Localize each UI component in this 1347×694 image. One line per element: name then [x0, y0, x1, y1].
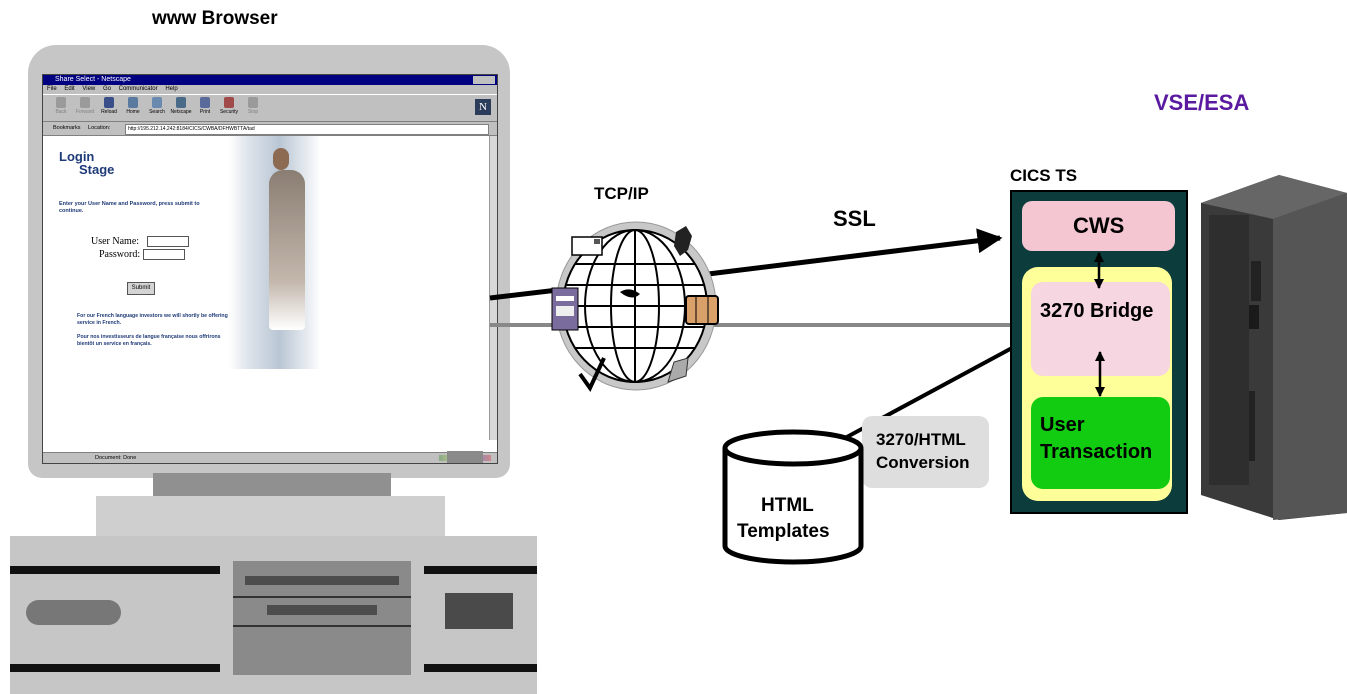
menu-communicator[interactable]: Communicator	[118, 86, 158, 92]
window-title-bar: Share Select - Netscape	[43, 75, 497, 85]
menu-view[interactable]: View	[82, 86, 96, 92]
window-title: Share Select - Netscape	[55, 76, 131, 83]
browser-label: www Browser	[152, 8, 278, 29]
photo-body	[269, 170, 305, 330]
stop-button[interactable]: Stop	[241, 97, 265, 115]
drive-divider	[233, 596, 411, 598]
url-field[interactable]: http://195.212.14.242:8184/CICS/CWBA/DFH…	[125, 124, 489, 135]
home-button[interactable]: Home	[121, 97, 145, 115]
briefcase-icon	[685, 295, 719, 325]
netscape-icon	[176, 97, 186, 108]
print-button[interactable]: Print	[193, 97, 217, 115]
base-panel	[445, 593, 513, 629]
back-icon	[56, 97, 66, 108]
bridge-label: 3270 Bridge	[1040, 300, 1154, 322]
reload-icon	[104, 97, 114, 108]
drive-slot	[245, 576, 399, 585]
cws-box	[1022, 201, 1175, 251]
base-stripe	[424, 566, 537, 574]
reload-button[interactable]: Reload	[97, 97, 121, 115]
web-page: Login Stage Enter your User Name and Pas…	[43, 136, 497, 440]
templates-label-1: HTML	[761, 495, 814, 516]
security-button[interactable]: Security	[217, 97, 241, 115]
drive-slot	[267, 605, 377, 615]
username-input[interactable]	[147, 236, 189, 247]
lock-icon	[224, 97, 234, 108]
mainframe-server-icon	[1201, 175, 1347, 520]
drive-divider	[233, 625, 411, 627]
base-button	[26, 600, 121, 625]
search-icon	[152, 97, 162, 108]
print-icon	[200, 97, 210, 108]
back-button[interactable]: Back	[49, 97, 73, 115]
photo-head	[273, 148, 289, 170]
login-stage-logo: Login Stage	[59, 149, 115, 177]
base-stripe	[424, 664, 537, 672]
menu-help[interactable]: Help	[165, 86, 178, 92]
stamp-icon	[594, 239, 600, 244]
vertical-scrollbar[interactable]	[489, 136, 497, 440]
browser-toolbar: Back Forward Reload Home Search Netscape…	[43, 94, 497, 122]
status-text: Document: Done	[95, 455, 137, 461]
menu-go[interactable]: Go	[102, 86, 111, 92]
checkmark-icon	[578, 357, 606, 392]
login-instructions: Enter your User Name and Password, press…	[59, 201, 200, 214]
menu-edit[interactable]: Edit	[64, 86, 75, 92]
username-label: User Name:	[91, 236, 140, 247]
user-transaction-label-2: Transaction	[1040, 441, 1153, 463]
netscape-button[interactable]: Netscape	[169, 97, 193, 115]
home-icon	[128, 97, 138, 108]
forward-button[interactable]: Forward	[73, 97, 97, 115]
telephone-icon	[674, 226, 692, 256]
monitor-stand	[96, 496, 445, 536]
note-english: For our French language investors we wil…	[77, 313, 233, 326]
netscape-logo-icon: N	[475, 99, 491, 115]
computer-icon	[551, 287, 579, 331]
submit-button[interactable]: Submit	[127, 282, 155, 295]
search-button[interactable]: Search	[145, 97, 169, 115]
conversion-label-1: 3270/HTML	[876, 430, 966, 449]
vse-label: VSE/ESA	[1154, 90, 1250, 115]
cics-ts-label: CICS TS	[1010, 166, 1078, 185]
monitor-neck	[153, 473, 391, 497]
globe-icon	[555, 221, 717, 391]
menu-file[interactable]: File	[47, 86, 57, 92]
ssl-arrow	[699, 228, 1003, 278]
stop-icon	[248, 97, 258, 108]
monitor-power-button	[447, 451, 483, 463]
templates-label-2: Templates	[737, 521, 830, 542]
user-transaction-box	[1031, 397, 1170, 489]
window-controls[interactable]	[473, 76, 495, 84]
base-stripe	[10, 664, 220, 672]
templates-cylinder	[722, 429, 864, 565]
browser-screen: Share Select - Netscape File Edit View G…	[42, 74, 498, 464]
businessman-photo	[229, 136, 321, 369]
password-input[interactable]	[143, 249, 185, 260]
forward-icon	[80, 97, 90, 108]
conversion-box	[862, 416, 989, 488]
user-transaction-label-1: User	[1040, 414, 1085, 436]
printer-icon	[667, 357, 689, 383]
ssl-label: SSL	[833, 206, 876, 231]
cws-label: CWS	[1073, 213, 1125, 238]
bridge-box	[1031, 282, 1170, 376]
note-french: Pour nos investisseurs de langue françai…	[77, 334, 221, 347]
tcpip-label: TCP/IP	[594, 184, 649, 203]
location-label: Location:	[88, 125, 111, 131]
base-stripe	[10, 566, 220, 574]
menu-bar: File Edit View Go Communicator Help	[43, 85, 497, 94]
password-label: Password:	[99, 249, 141, 260]
bookmarks-button[interactable]: Bookmarks	[53, 125, 81, 131]
conversion-label-2: Conversion	[876, 453, 970, 472]
location-bar: Bookmarks Location: http://195.212.14.24…	[43, 122, 497, 136]
drive-panel	[233, 561, 411, 675]
